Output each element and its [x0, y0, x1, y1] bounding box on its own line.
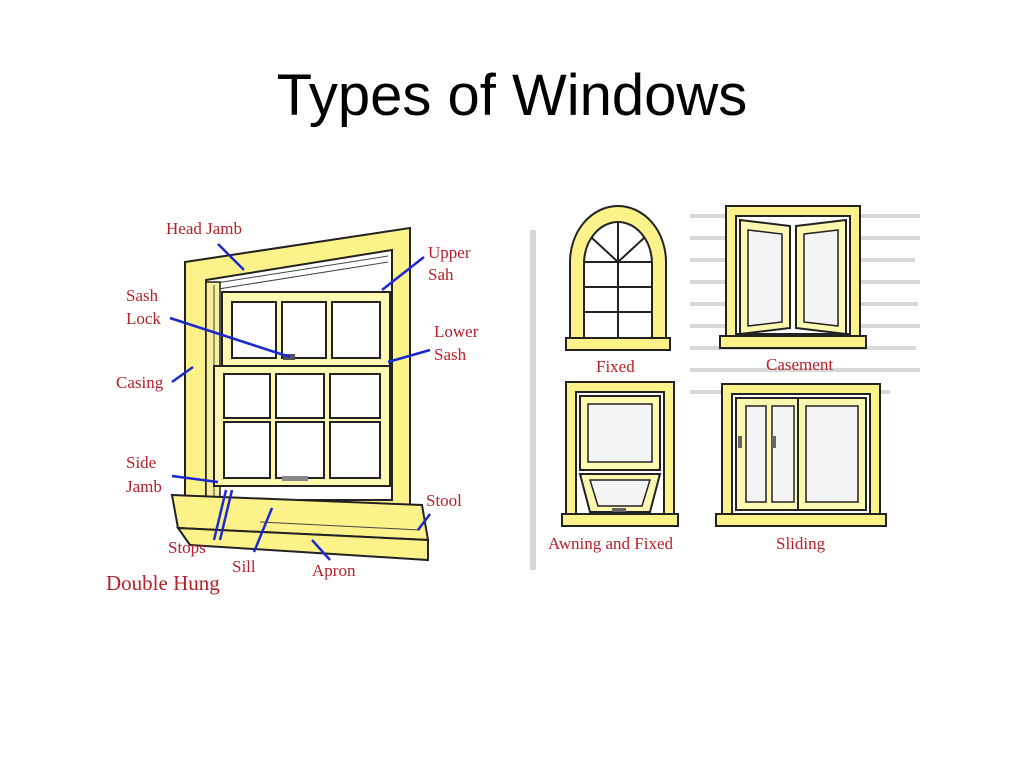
- upper-sash: [221, 291, 391, 367]
- label-stool: Stool: [426, 491, 462, 510]
- casement-window-illustration: [719, 205, 867, 349]
- label-lower-sash-line2: Sash: [434, 345, 467, 364]
- label-head-jamb: Head Jamb: [166, 219, 242, 238]
- caption-sliding: Sliding: [776, 534, 826, 553]
- caption-double-hung: Double Hung: [106, 571, 220, 595]
- fixed-window-illustration: [565, 205, 671, 351]
- label-casing: Casing: [116, 373, 164, 392]
- sash-lift: [282, 476, 308, 481]
- label-upper-sash-line1: Upper: [428, 243, 471, 262]
- label-sash-lock-line1: Sash: [126, 286, 159, 305]
- sliding-window-illustration: [715, 383, 887, 527]
- caption-awning-and-fixed: Awning and Fixed: [548, 534, 673, 553]
- lower-sash: [213, 365, 391, 487]
- caption-casement: Casement: [766, 355, 833, 374]
- label-lower-sash-line1: Lower: [434, 322, 479, 341]
- label-side-jamb-line1: Side: [126, 453, 156, 472]
- label-stops: Stops: [168, 538, 206, 557]
- label-upper-sash-line2: Sah: [428, 265, 454, 284]
- double-hung-illustration: [169, 226, 431, 562]
- label-sill: Sill: [232, 557, 256, 576]
- label-apron: Apron: [312, 561, 356, 580]
- awning-window-illustration: [561, 381, 679, 527]
- label-side-jamb-line2: Jamb: [126, 477, 162, 496]
- slide-title: Types of Windows: [276, 63, 748, 128]
- apron: [176, 526, 429, 562]
- label-sash-lock-line2: Lock: [126, 309, 161, 328]
- caption-fixed: Fixed: [596, 357, 635, 376]
